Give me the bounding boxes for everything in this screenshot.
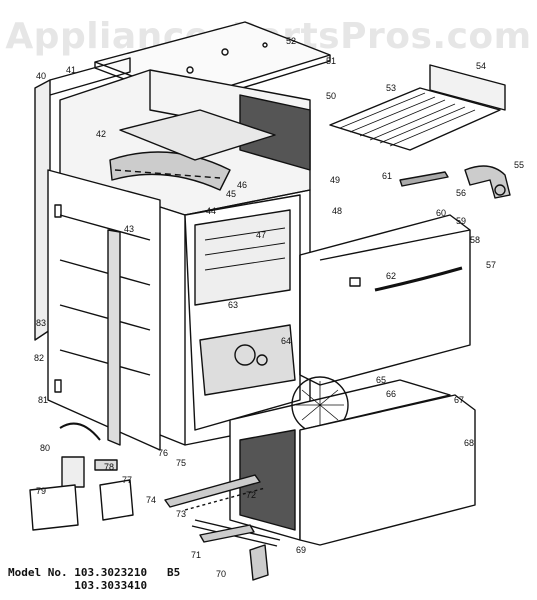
callout-79: 79	[36, 486, 46, 496]
callout-82: 82	[34, 353, 44, 363]
callout-58: 58	[470, 235, 480, 245]
callout-44: 44	[206, 206, 216, 216]
callout-56: 56	[456, 188, 466, 198]
burner-tube	[109, 151, 231, 191]
callout-45: 45	[226, 189, 236, 199]
callout-64: 64	[281, 336, 291, 346]
heat-shield	[119, 109, 276, 161]
callout-83: 83	[36, 318, 46, 328]
side-trim-strip	[107, 229, 121, 446]
callout-50: 50	[326, 91, 336, 101]
callout-67: 67	[454, 395, 464, 405]
callout-40: 40	[36, 71, 46, 81]
callout-52: 52	[286, 36, 296, 46]
front-panel	[47, 169, 161, 451]
callout-74: 74	[146, 495, 156, 505]
callout-68: 68	[464, 438, 474, 448]
callout-77: 77	[122, 475, 132, 485]
callout-43: 43	[124, 224, 134, 234]
callout-80: 80	[40, 443, 50, 453]
callout-69: 69	[296, 545, 306, 555]
callout-46: 46	[237, 180, 247, 190]
callout-42: 42	[96, 129, 106, 139]
callout-47: 47	[256, 230, 266, 240]
oven-door	[299, 214, 471, 386]
model-number-block: Model No. 103.3023210 B5 103.3033410	[8, 566, 180, 592]
small-parts	[29, 422, 269, 581]
callout-54: 54	[476, 61, 486, 71]
callout-53: 53	[386, 83, 396, 93]
model-number-2: 103.3033410	[74, 579, 148, 592]
callout-labels: 40 41 42 43 44 45 46 47 48 49 50 51 52 5…	[34, 36, 524, 579]
callout-49: 49	[330, 175, 340, 185]
callout-73: 73	[176, 509, 186, 519]
model-suffix: B5	[166, 566, 181, 579]
callout-63: 63	[228, 300, 238, 310]
oven-rack	[329, 87, 501, 151]
callout-70: 70	[216, 569, 226, 579]
model-label: Model No.	[8, 566, 68, 579]
burner-element	[399, 171, 449, 187]
callout-81: 81	[38, 395, 48, 405]
left-side-panel	[34, 57, 131, 341]
rack-support	[429, 64, 506, 111]
callout-71: 71	[191, 550, 201, 560]
callout-51: 51	[326, 56, 336, 66]
model-number-1: 103.3023210	[74, 566, 148, 579]
oven-cavity	[184, 194, 301, 431]
callout-75: 75	[176, 458, 186, 468]
valve-assembly	[464, 165, 511, 199]
callout-57: 57	[486, 260, 496, 270]
callout-76: 76	[158, 448, 168, 458]
callout-60: 60	[436, 208, 446, 218]
callout-41: 41	[66, 65, 76, 75]
callout-61: 61	[382, 171, 392, 181]
callout-48: 48	[332, 206, 342, 216]
callout-66: 66	[386, 389, 396, 399]
callout-55: 55	[514, 160, 524, 170]
callout-59: 59	[456, 216, 466, 226]
callout-65: 65	[376, 375, 386, 385]
callout-78: 78	[104, 462, 114, 472]
lower-panel	[299, 394, 476, 546]
callout-62: 62	[386, 271, 396, 281]
callout-72: 72	[246, 490, 256, 500]
